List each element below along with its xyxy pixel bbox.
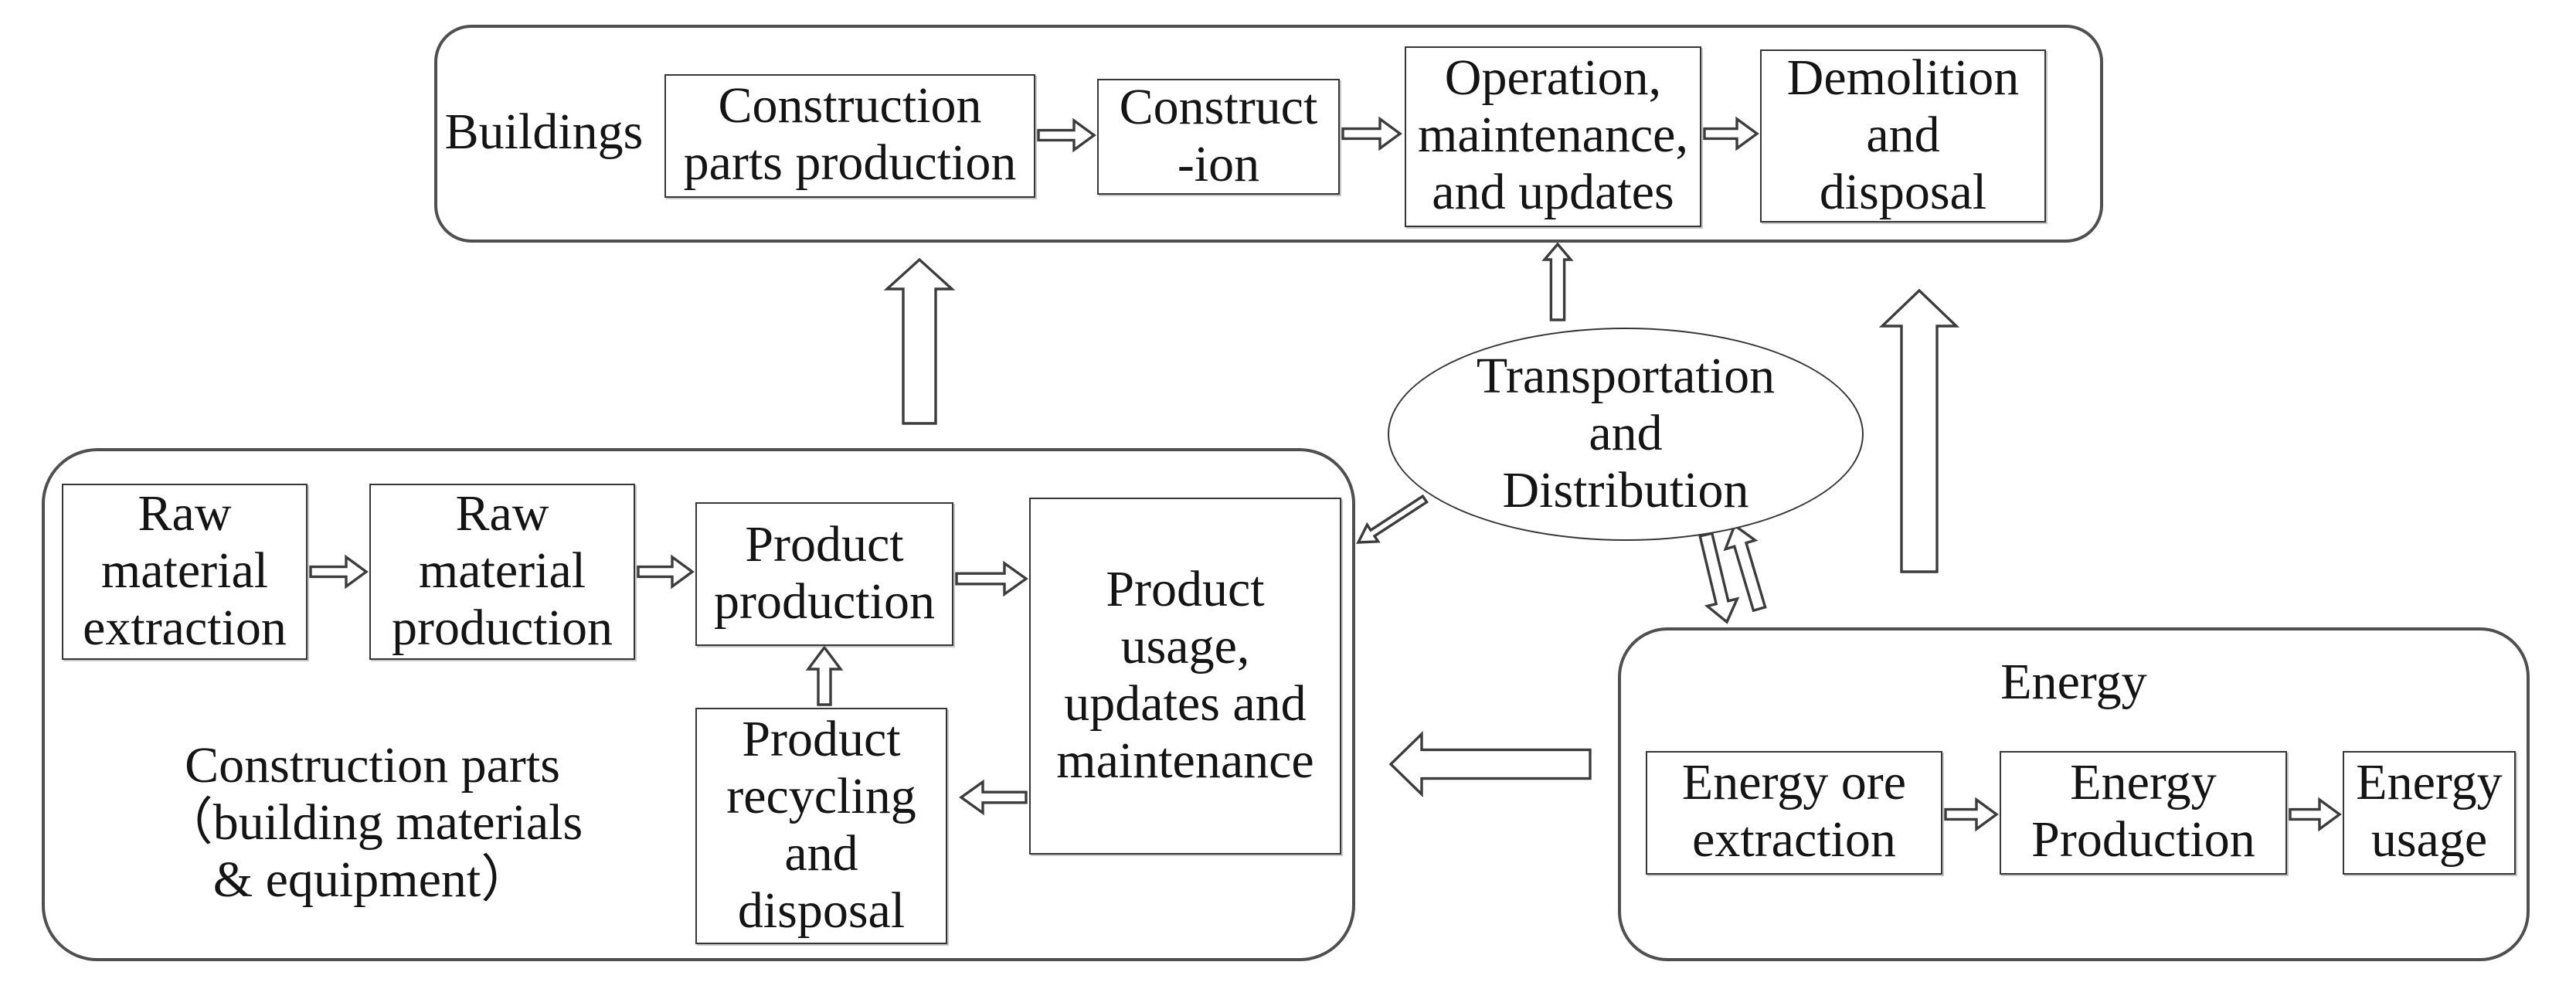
node-product-recycling-disposal: Product recycling and disposal [695,708,947,944]
transport-distribution-node: Transportation and Distribution [1388,328,1864,541]
arrow-energy-to-construction-parts [1388,730,1592,798]
arrow-transport-to-construction-parts [1356,494,1429,544]
node-construction: Construct -ion [1097,79,1340,195]
node-product-usage-updates-maintenance: Product usage, updates and maintenance [1029,498,1341,855]
arrow-transport-to-operation [1541,242,1574,321]
arrow-construction-parts-to-buildings [883,257,956,425]
arrow-transport-to-energy [1698,532,1740,624]
node-construction-parts-production: Construction parts production [664,74,1035,198]
buildings-container [434,25,2103,243]
arrow-energy-to-buildings [1878,288,1960,573]
energy-container [1618,627,2530,961]
node-raw-material-production: Raw material production [369,484,635,660]
construction-parts-container [42,448,1355,961]
buildings-label: Buildings [444,105,644,161]
node-energy-production: Energy Production [2000,751,2287,875]
node-energy-ore-extraction: Energy ore extraction [1646,751,1942,875]
arrow-energy-to-transport [1723,523,1767,613]
energy-label: Energy [2000,655,2147,711]
node-operation-maintenance-updates: Operation, maintenance, and updates [1405,46,1701,227]
node-raw-material-extraction: Raw material extraction [62,484,308,660]
construction-parts-caption: Construction parts （building materials &… [161,739,583,909]
node-product-production: Product production [695,502,953,646]
node-demolition-disposal: Demolition and disposal [1760,49,2046,223]
node-energy-usage: Energy usage [2343,751,2516,875]
